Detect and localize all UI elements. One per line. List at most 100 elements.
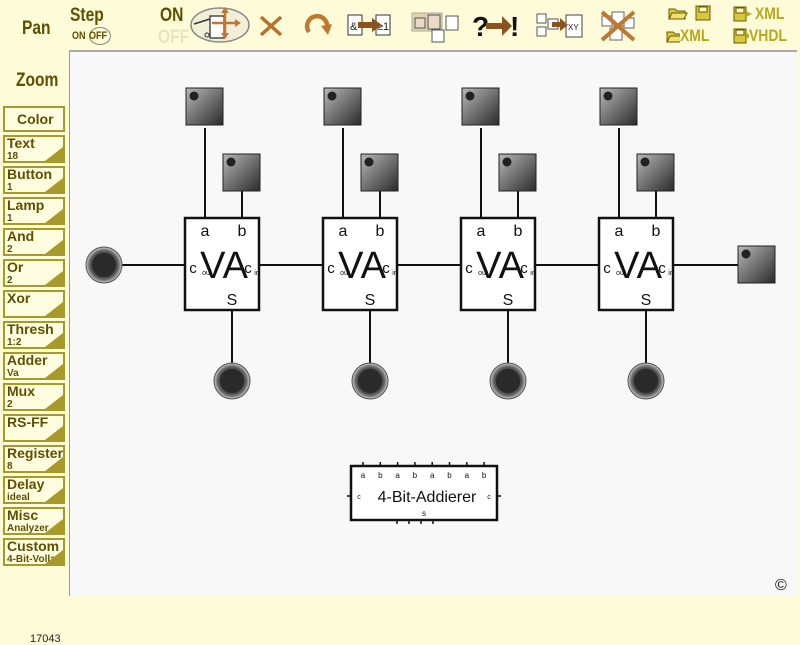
folder-open-icon bbox=[666, 31, 681, 43]
corner-triangle-icon bbox=[45, 333, 63, 347]
pan-button[interactable]: Pan bbox=[22, 18, 51, 39]
zoom-button[interactable]: Zoom bbox=[16, 70, 59, 91]
adder-label-b: b bbox=[238, 223, 247, 240]
ungroup-x-icon bbox=[600, 10, 636, 42]
sim-off-button[interactable]: OFF bbox=[158, 27, 190, 48]
save-export-icon bbox=[733, 6, 752, 22]
to-xy-button[interactable]: XY bbox=[534, 10, 584, 42]
color-button[interactable]: Color bbox=[3, 106, 65, 132]
move-select-button[interactable] bbox=[190, 6, 250, 44]
delete-x-icon bbox=[259, 15, 283, 37]
sidebar-item-label: Text bbox=[7, 135, 35, 151]
corner-triangle-icon bbox=[45, 147, 63, 161]
group-button[interactable] bbox=[410, 10, 462, 44]
adder-title: VA bbox=[338, 245, 387, 287]
adder-label-cout: c bbox=[327, 260, 335, 277]
save-vhdl-label: VHDL bbox=[748, 26, 787, 45]
corner-triangle-icon bbox=[45, 271, 63, 285]
corner-triangle-icon bbox=[45, 488, 63, 502]
question-to-exclamation-icon: ? ! bbox=[472, 11, 519, 42]
corner-triangle-icon bbox=[45, 519, 63, 533]
sidebar-item-rs-ff[interactable]: RS-FF bbox=[3, 414, 65, 442]
step-label: Step bbox=[70, 5, 104, 26]
sidebar-item-sub: 2 bbox=[7, 399, 13, 410]
move-select-icon bbox=[190, 7, 250, 43]
sidebar-item-label: Lamp bbox=[7, 197, 45, 213]
copyright-symbol: © bbox=[775, 577, 787, 594]
sidebar-item-sub: 2 bbox=[7, 275, 13, 286]
step-off-button[interactable]: OFF bbox=[89, 27, 111, 45]
corner-triangle-icon bbox=[45, 550, 63, 564]
custom-block-input-label: b bbox=[482, 471, 487, 480]
sidebar-item-label: Or bbox=[7, 259, 24, 275]
ungroup-button[interactable] bbox=[598, 8, 638, 44]
output-lamp-s-inner bbox=[220, 369, 244, 393]
adder-label-a: a bbox=[477, 223, 486, 240]
save-vhdl-button[interactable]: VHDL bbox=[733, 26, 795, 46]
svg-text:!: ! bbox=[510, 11, 519, 42]
input-switch-a-dot-icon bbox=[327, 91, 337, 101]
custom-block-4-bit-adder[interactable] bbox=[349, 464, 499, 522]
sidebar-item-sub: Va bbox=[7, 368, 19, 379]
full-adder-block[interactable] bbox=[321, 216, 399, 312]
sim-on-button[interactable]: ON bbox=[160, 5, 184, 26]
rotate-button[interactable] bbox=[300, 10, 336, 40]
open-xml-button[interactable]: XML bbox=[666, 26, 716, 46]
save-xml-button[interactable]: XML bbox=[733, 4, 795, 24]
custom-block-title: 4-Bit-Addierer bbox=[378, 489, 477, 506]
adder-label-cin-sub: in bbox=[668, 270, 674, 277]
svg-text:?: ? bbox=[472, 11, 489, 42]
delete-button[interactable] bbox=[256, 12, 286, 40]
custom-block-input-label: a bbox=[430, 471, 435, 480]
save-button[interactable] bbox=[695, 5, 711, 21]
svg-text:XY: XY bbox=[568, 23, 579, 32]
svg-text:&: & bbox=[350, 21, 358, 33]
adder-label-cin-sub: in bbox=[530, 270, 536, 277]
input-switch-b-dot-icon bbox=[364, 157, 374, 167]
adder-label-cin-sub: in bbox=[392, 270, 398, 277]
input-switch-b[interactable] bbox=[636, 153, 675, 192]
adder-label-a: a bbox=[201, 223, 210, 240]
corner-triangle-icon bbox=[45, 302, 63, 316]
step-off-label: OFF bbox=[89, 30, 108, 42]
input-switch-b-dot-icon bbox=[502, 157, 512, 167]
custom-block-input-label: a bbox=[465, 471, 470, 480]
sidebar-item-label: Xor bbox=[7, 290, 31, 306]
corner-triangle-icon bbox=[45, 240, 63, 254]
sidebar-item-label: And bbox=[7, 228, 35, 244]
open-button[interactable] bbox=[668, 5, 688, 21]
step-on-button[interactable]: ON bbox=[72, 30, 86, 42]
input-switch-b-dot-icon bbox=[226, 157, 236, 167]
sidebar-item-sub: 1 bbox=[7, 213, 13, 224]
convert-gate-button[interactable]: & ≥1 bbox=[344, 10, 396, 40]
sidebar-item-label: Misc bbox=[7, 507, 39, 523]
sidebar-item-label: Adder bbox=[7, 352, 48, 368]
group-icon bbox=[411, 12, 459, 43]
question-to-exclamation-button[interactable]: ? ! bbox=[470, 8, 522, 42]
full-adder-block[interactable] bbox=[459, 216, 537, 312]
carry-out-lamp-inner bbox=[92, 253, 116, 277]
sidebar-item-label: Thresh bbox=[7, 321, 54, 337]
corner-triangle-icon bbox=[45, 457, 63, 471]
sidebar-item-xor[interactable]: Xor bbox=[3, 290, 65, 318]
full-adder-block[interactable] bbox=[183, 216, 261, 312]
custom-block-input-label: b bbox=[378, 471, 383, 480]
custom-block-label-s: s bbox=[422, 509, 426, 518]
full-adder-block[interactable] bbox=[597, 216, 675, 312]
custom-block-input-label: a bbox=[361, 471, 366, 480]
folder-open-icon bbox=[668, 8, 688, 20]
